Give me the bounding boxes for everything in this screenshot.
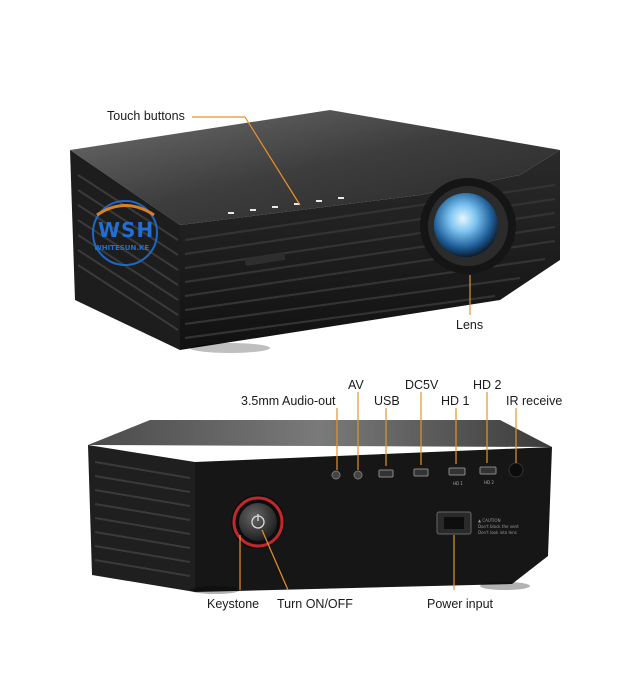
watermark-site-text: WHITESUN.KE: [94, 244, 150, 252]
projector-rear-view: HD 1 HD 2 ▲ CAUTION Don't block the vent…: [88, 392, 552, 594]
watermark-logo: [92, 200, 158, 266]
label-keystone: Keystone: [207, 597, 260, 611]
label-hd2: HD 2: [473, 378, 502, 392]
label-power-input: Power input: [427, 597, 494, 611]
label-dc5v: DC5V: [405, 378, 439, 392]
label-lens: Lens: [456, 318, 484, 332]
svg-text:HD 2: HD 2: [484, 480, 494, 485]
label-usb: USB: [374, 394, 400, 408]
svg-text:▲ CAUTION: ▲ CAUTION: [478, 518, 501, 523]
label-ir-receive: IR receive: [506, 394, 563, 408]
svg-text:Don't block the vent: Don't block the vent: [478, 524, 519, 529]
label-touch-buttons: Touch buttons: [107, 109, 185, 123]
label-audio-out: 3.5mm Audio-out: [241, 394, 336, 408]
label-av: AV: [348, 378, 364, 392]
watermark-logo-text: WSH: [98, 218, 155, 242]
svg-text:Don't look into lens: Don't look into lens: [478, 530, 517, 535]
label-power-switch: Turn ON/OFF: [277, 597, 353, 611]
svg-text:HD 1: HD 1: [453, 481, 463, 486]
label-hd1: HD 1: [441, 394, 470, 408]
projector-front-view: [70, 110, 560, 353]
